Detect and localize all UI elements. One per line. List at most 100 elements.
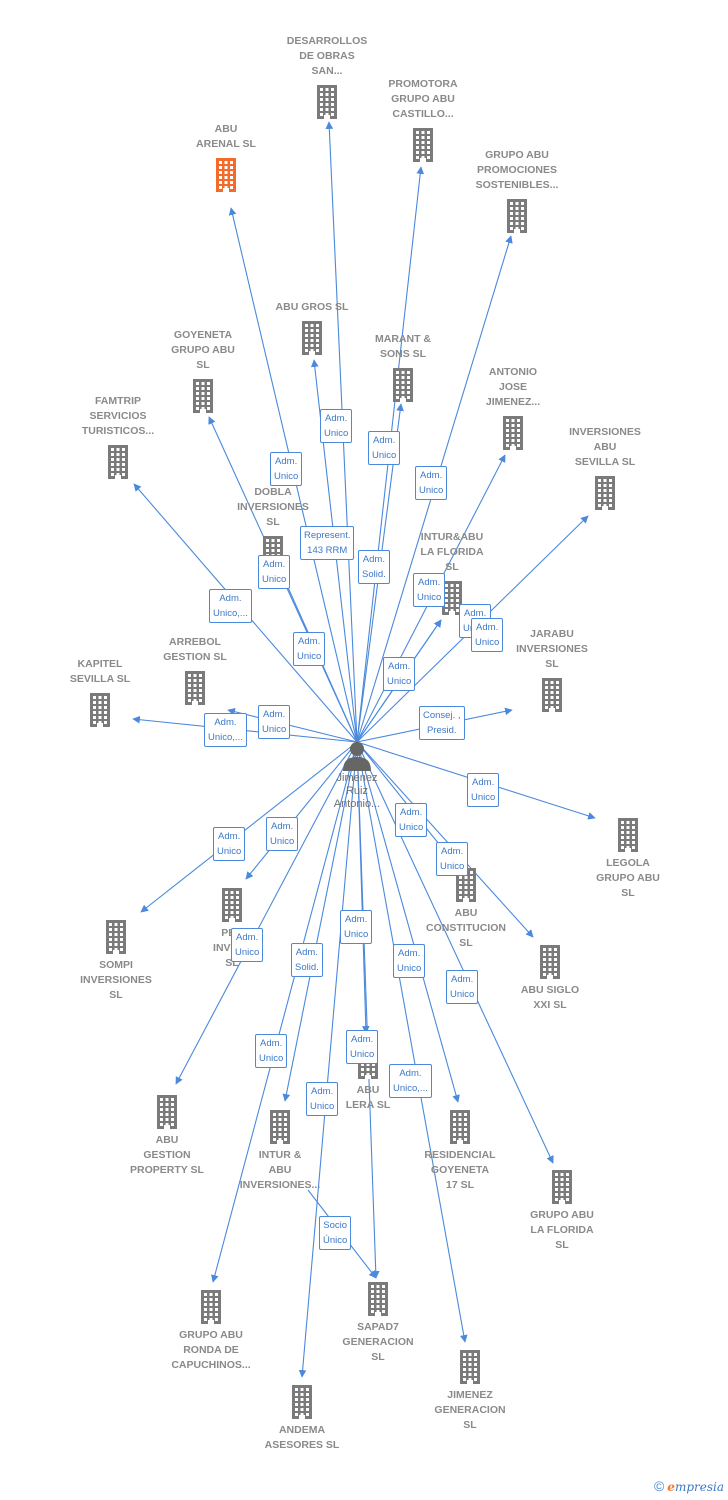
company-label: DESARROLLOS DE OBRAS SAN... <box>286 35 368 77</box>
company-label: RESIDENCIAL GOYENETA 17 SL <box>424 1149 496 1191</box>
company-label: ABU CONSTITUCION SL <box>426 907 506 949</box>
role-tag-e-lera[interactable]: Adm. Unico <box>340 910 373 944</box>
company-label: ABU GROS SL <box>275 301 349 313</box>
company-label: GOYENETA GRUPO ABU SL <box>171 329 235 371</box>
role-tag-e-siglo[interactable]: Adm. Unico <box>436 842 469 876</box>
company-node-residencial-goyeneta[interactable]: RESIDENCIAL GOYENETA 17 SL <box>405 1110 515 1193</box>
building-icon <box>108 445 128 479</box>
role-tag-e-socio[interactable]: Socio Único <box>319 1216 352 1250</box>
building-icon <box>216 158 236 192</box>
edge-e-ronda <box>211 741 358 1283</box>
company-node-jarabu[interactable]: JARABU INVERSIONES SL <box>497 627 607 712</box>
role-tag-e-constitucion[interactable]: Adm. Unico <box>395 803 428 837</box>
edge-e-arrebol <box>227 707 358 743</box>
copyright-symbol: © <box>653 1478 665 1494</box>
company-node-kapitel[interactable]: KAPITEL SEVILLA SL <box>45 657 155 727</box>
edge-e-residencial <box>356 741 460 1103</box>
role-tag-e-andema[interactable]: Adm. Unico <box>306 1082 339 1116</box>
role-tag-e-arrebol[interactable]: Adm. Unico <box>258 705 291 739</box>
building-icon <box>507 199 527 233</box>
building-icon <box>157 1095 177 1129</box>
company-node-abu-arenal[interactable]: ABU ARENAL SL <box>171 122 281 192</box>
company-label: ANTONIO JOSE JIMENEZ... <box>485 366 541 408</box>
company-node-grupo-abu-promociones[interactable]: GRUPO ABU PROMOCIONES SOSTENIBLES... <box>462 148 572 233</box>
company-node-abu-gestion-property[interactable]: ABU GESTION PROPERTY SL <box>112 1095 222 1178</box>
building-icon <box>222 888 242 922</box>
role-tag-e-intur-florida[interactable]: Adm. Unico <box>471 618 504 652</box>
company-node-marant-sons[interactable]: MARANT & SONS SL <box>348 332 458 402</box>
company-label: ABU ARENAL SL <box>196 123 256 150</box>
role-tag-e-property[interactable]: Adm. Unico <box>231 928 264 962</box>
building-icon <box>201 1290 221 1324</box>
company-node-andema[interactable]: ANDEMA ASESORES SL <box>247 1385 357 1453</box>
building-icon <box>503 416 523 450</box>
role-tag-e-goyeneta[interactable]: Adm. Unico <box>258 555 291 589</box>
company-node-intur-abu-inversiones[interactable]: INTUR & ABU INVERSIONES... <box>225 1110 335 1193</box>
edge-e-intur-inv <box>282 741 358 1102</box>
building-icon <box>317 85 337 119</box>
company-node-jimenez-generacion[interactable]: JIMENEZ GENERACION SL <box>415 1350 525 1433</box>
building-icon <box>368 1282 388 1316</box>
building-icon <box>552 1170 572 1204</box>
center-person-node[interactable]: Jimenez Ruiz Antonio... <box>302 740 412 811</box>
building-icon <box>540 945 560 979</box>
company-node-legola[interactable]: LEGOLA GRUPO ABU SL <box>573 818 683 901</box>
company-node-inversiones-abu-sevilla[interactable]: INVERSIONES ABU SEVILLA SL <box>550 425 660 510</box>
building-icon <box>595 476 615 510</box>
role-tag-e-ronda[interactable]: Adm. Unico <box>255 1034 288 1068</box>
company-node-grupo-abu-ronda[interactable]: GRUPO ABU RONDA DE CAPUCHINOS... <box>156 1290 266 1373</box>
role-tag-e-sompi[interactable]: Adm. Unico <box>213 827 246 861</box>
role-tag-e-gros[interactable]: Represent. 143 RRM <box>300 526 355 560</box>
company-node-famtrip[interactable]: FAMTRIP SERVICIOS TURISTICOS... <box>63 394 173 479</box>
role-tag-e-legola[interactable]: Adm. Unico <box>467 773 500 807</box>
company-node-antonio-jose[interactable]: ANTONIO JOSE JIMENEZ... <box>458 365 568 450</box>
company-node-sapad7[interactable]: SAPAD7 GENERACION SL <box>323 1282 433 1365</box>
company-label: GRUPO ABU RONDA DE CAPUCHINOS... <box>171 1329 251 1371</box>
edge-e-sompi <box>140 741 358 913</box>
company-node-abu-constitucion[interactable]: ABU CONSTITUCION SL <box>411 868 521 951</box>
building-icon <box>90 693 110 727</box>
role-tag-e-pen[interactable]: Adm. Unico <box>266 817 299 851</box>
role-tag-e-antonio[interactable]: Adm. Unico <box>413 573 446 607</box>
company-node-intur-abu-florida[interactable]: INTUR&ABU LA FLORIDA SL <box>397 530 507 615</box>
role-tag-e-marant[interactable]: Adm. Solid. <box>358 550 390 584</box>
company-node-goyeneta-grupo-abu[interactable]: GOYENETA GRUPO ABU SL <box>148 328 258 413</box>
role-tag-e-promociones[interactable]: Adm. Unico <box>368 431 401 465</box>
company-label: JIMENEZ GENERACION SL <box>434 1389 506 1431</box>
role-tag-e-residencial[interactable]: Adm. Unico <box>393 944 426 978</box>
company-node-grupo-abu-florida[interactable]: GRUPO ABU LA FLORIDA SL <box>507 1170 617 1253</box>
role-tag-e-florida[interactable]: Adm. Unico <box>446 970 479 1004</box>
footer-brand[interactable]: ©empresia <box>654 1478 724 1494</box>
role-tag-e-jarabu[interactable]: Consej. , Presid. <box>419 706 465 740</box>
role-tag-e-intur-florida-2[interactable]: Adm. Unico <box>383 657 416 691</box>
role-tag-e-kapitel[interactable]: Adm. Unico,... <box>204 713 247 747</box>
role-tag-e-sapad7[interactable]: Adm. Unico <box>346 1030 379 1064</box>
role-tag-e-promotora[interactable]: Adm. Unico <box>415 466 448 500</box>
company-label: ARREBOL GESTION SL <box>163 636 227 663</box>
role-tag-e-famtrip[interactable]: Adm. Unico,... <box>209 589 252 623</box>
building-icon <box>292 1385 312 1419</box>
building-icon <box>302 321 322 355</box>
edge-e-florida <box>356 741 554 1164</box>
company-label: MARANT & SONS SL <box>375 333 431 360</box>
company-node-promotora-grupo-abu[interactable]: PROMOTORA GRUPO ABU CASTILLO... <box>368 77 478 162</box>
building-icon <box>193 379 213 413</box>
role-tag-e-desarrollos[interactable]: Adm. Unico <box>320 409 353 443</box>
role-tag-e-jimenez-gen[interactable]: Adm. Unico,... <box>389 1064 432 1098</box>
company-label: SOMPI INVERSIONES SL <box>80 959 152 1001</box>
company-node-sompi[interactable]: SOMPI INVERSIONES SL <box>61 920 171 1003</box>
role-tag-e-intur-inv[interactable]: Adm. Solid. <box>291 943 323 977</box>
edge-e-sapad7 <box>356 741 380 1279</box>
edge-e-constitucion <box>356 741 448 855</box>
company-label: ABU LERA SL <box>345 1084 391 1111</box>
company-label: KAPITEL SEVILLA SL <box>69 658 131 685</box>
company-node-arrebol[interactable]: ARREBOL GESTION SL <box>140 635 250 705</box>
company-label: DOBLA INVERSIONES SL <box>237 486 309 528</box>
building-icon <box>450 1110 470 1144</box>
company-label: GRUPO ABU LA FLORIDA SL <box>530 1209 594 1251</box>
company-node-abu-gros[interactable]: ABU GROS SL <box>257 300 367 355</box>
company-node-abu-siglo-xxi[interactable]: ABU SIGLO XXI SL <box>495 945 605 1013</box>
role-tag-e-dobla[interactable]: Adm. Unico <box>293 632 326 666</box>
role-tag-e-arenal[interactable]: Adm. Unico <box>270 452 303 486</box>
company-node-desarrollos-obras[interactable]: DESARROLLOS DE OBRAS SAN... <box>272 34 382 119</box>
